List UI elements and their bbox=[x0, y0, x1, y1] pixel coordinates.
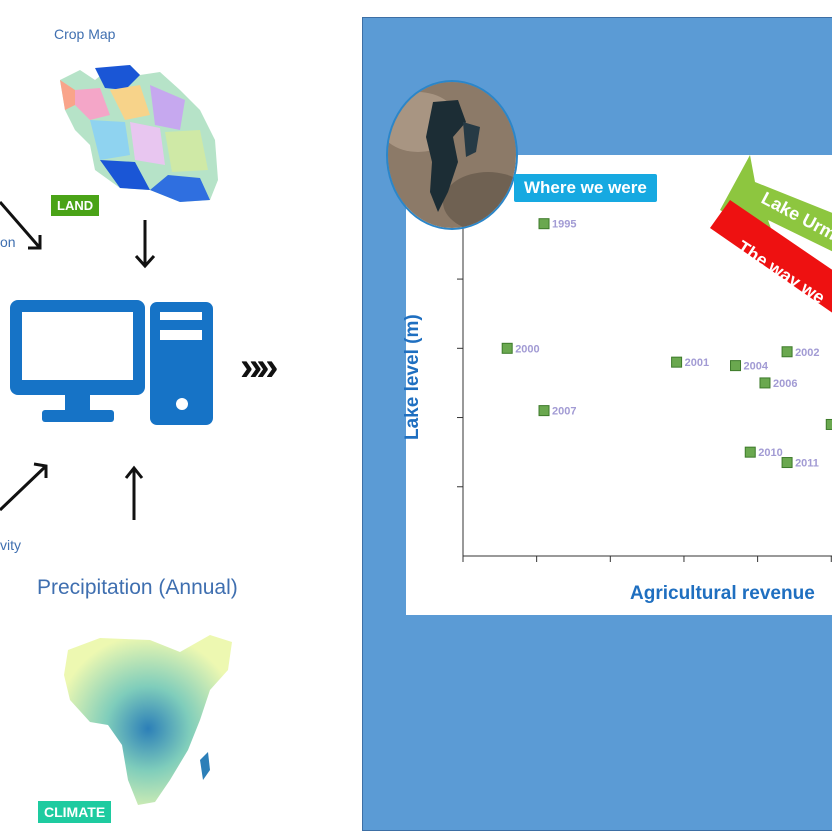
partial-label-top: on bbox=[0, 234, 16, 250]
africa-precip-map bbox=[64, 635, 232, 805]
point-label: 2002 bbox=[795, 347, 819, 359]
crop-map-title: Crop Map bbox=[54, 26, 116, 42]
data-point bbox=[671, 356, 683, 368]
point-label: 2007 bbox=[552, 406, 576, 418]
computer-icon bbox=[10, 300, 213, 425]
y-ticks bbox=[457, 209, 463, 488]
precip-title: Precipitation (Annual) bbox=[37, 576, 238, 599]
data-point bbox=[825, 418, 832, 430]
point-label: 1995 bbox=[552, 219, 576, 231]
data-point bbox=[744, 446, 756, 458]
climate-tag: CLIMATE bbox=[38, 801, 112, 823]
point-label: 2000 bbox=[515, 343, 539, 355]
data-point bbox=[501, 342, 513, 354]
x-ticks bbox=[462, 556, 832, 562]
arrow-diag-up bbox=[0, 462, 48, 512]
data-point bbox=[781, 346, 793, 358]
point-label: 2006 bbox=[773, 378, 797, 390]
scatter-chart: 1995200020072001200420022006201020112008 bbox=[457, 209, 832, 562]
y-axis-label: Lake level (m) bbox=[402, 314, 423, 440]
data-point bbox=[538, 218, 550, 230]
arrow-up bbox=[124, 465, 144, 520]
data-point bbox=[730, 360, 742, 372]
arrow-down bbox=[134, 220, 156, 269]
crop-map-image bbox=[60, 65, 218, 202]
land-tag: LAND bbox=[51, 195, 100, 216]
partial-label-bottom: vity bbox=[0, 537, 21, 553]
data-points: 1995200020072001200420022006201020112008 bbox=[501, 218, 832, 470]
point-label: 2010 bbox=[758, 447, 782, 459]
point-label: 2011 bbox=[795, 458, 819, 470]
red-arrow: The way we bbox=[710, 200, 832, 313]
forward-chevrons-icon: »» bbox=[240, 345, 278, 389]
data-point bbox=[781, 457, 793, 469]
x-axis-label: Agricultural revenue bbox=[630, 583, 815, 604]
data-point bbox=[538, 405, 550, 417]
data-point bbox=[759, 377, 771, 389]
arrow-diag-down bbox=[0, 201, 42, 250]
point-label: 2001 bbox=[685, 357, 709, 369]
point-label: 2004 bbox=[744, 361, 769, 373]
where-we-were-label: Where we were bbox=[514, 174, 657, 202]
lake-satellite-photo bbox=[386, 80, 518, 230]
